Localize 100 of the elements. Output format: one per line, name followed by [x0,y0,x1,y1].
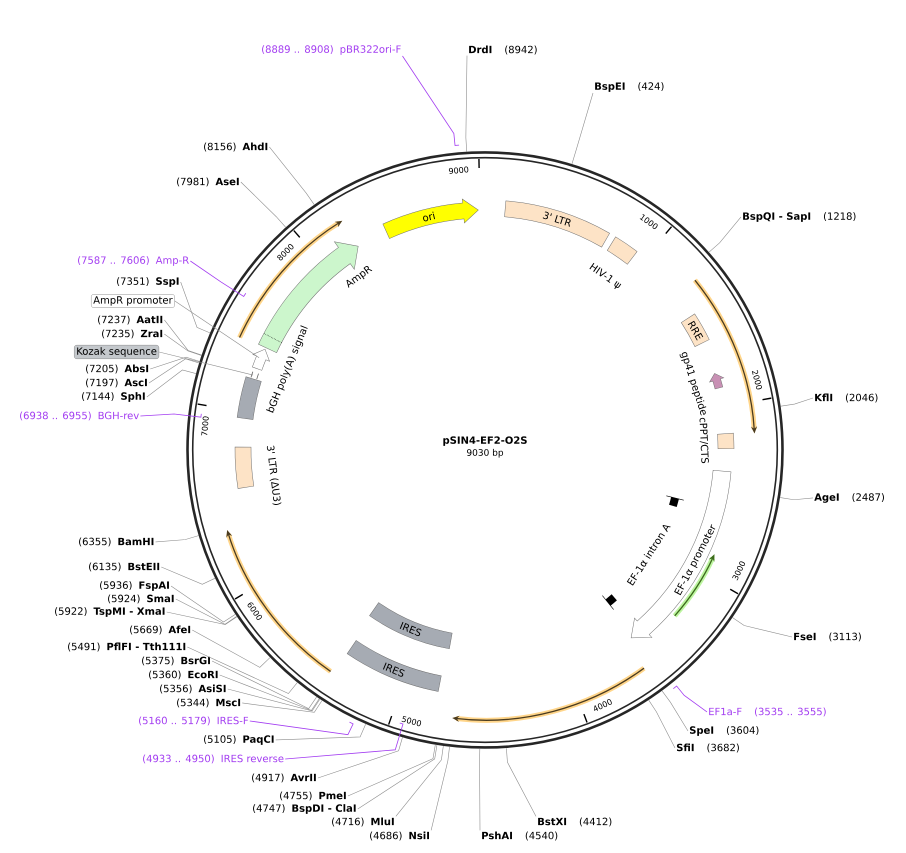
feature-label: cPPT/CTS [700,418,709,464]
leader-line [318,737,403,778]
feature-box: 3' LTR [504,200,610,248]
leader-line [212,660,317,709]
feature-callout-box: Kozak sequence [74,344,160,360]
site-label: (4716) MluI [332,818,394,826]
leader-line [275,724,366,740]
site-label: DrdI (8942) [469,46,537,54]
leader-line [396,746,444,817]
leader-line [192,630,270,668]
leader-line [155,535,199,542]
site-label: (4917) AvrII [252,774,316,782]
leader-line [506,748,536,817]
site-label: (7981) AseI [177,178,239,186]
leader-line [174,300,260,358]
site-label: (7205) AbsI [86,364,148,374]
site-label: (5669) AfeI [130,626,190,634]
leader-line [466,55,468,152]
leader-line [150,356,200,370]
leader-line [180,282,210,334]
site-label: SfiI (3682) [676,744,739,752]
leader-line [164,334,202,356]
leader-line [160,566,216,585]
site-label: AgeI (2487) [814,493,884,503]
leader-line [732,617,792,638]
leader-line [780,497,814,500]
site-label: (5105) PaqCI [204,735,274,745]
site-label: (7144) SphI [82,392,145,402]
leader-line [148,358,200,384]
leader-line [158,352,254,376]
site-label: (8156) AhdI [204,142,268,152]
site-label: (6135) BstEII [89,562,160,572]
leader-line [348,744,436,796]
site-label: (5344) MscI [177,698,240,708]
leader-line [357,744,438,810]
tick-label: 7000 [201,416,209,436]
leader-line [672,685,708,712]
feature-box: IRES [346,640,442,692]
leader-line [269,146,314,205]
site-label: (7235) ZraI [102,330,162,338]
site-label: (6355) BamHI [79,538,154,546]
primer-label: (4933 .. 4950) IRES reverse [143,754,284,764]
primer-label: (8889 .. 8908) pBR322ori-F [262,45,401,55]
primer-label: (6938 .. 6955) BGH-rev [20,412,139,420]
leader-line [242,700,322,713]
feature-box: RRE [681,314,710,347]
primer-label: (7587 .. 7606) Amp-R [78,256,189,266]
site-label: FseI (3113) [794,632,861,642]
leader-line [227,688,320,712]
directional-feature [252,348,270,371]
leader-line [175,598,237,625]
directional-feature: ori [382,198,479,239]
leader-line [190,260,246,297]
leader-line [170,586,236,622]
leader-line [780,398,814,406]
site-label: (7197) AscI [86,378,147,388]
site-label: (5491) PflFI - Tth111I [68,642,186,652]
leader-line [166,612,238,625]
site-label: (5356) AsiSI [160,684,226,694]
feature-label: 3' LTR (ΔU3) [266,446,282,505]
tick-label: 9000 [448,166,468,174]
leader-line [140,413,202,418]
site-label: (5936) FspAI [100,581,169,591]
site-label: PshAI (4540) [482,832,558,840]
leader-line [187,646,298,694]
tick-label: 2000 [752,370,762,390]
site-label: (5360) EcoRI [149,670,218,680]
sequence-mark [250,371,259,380]
tick-label: 5000 [402,716,422,726]
leader-line [402,56,460,146]
leader-line [240,182,286,228]
leader-line [430,746,450,831]
leader-line [146,370,196,398]
primer-label: EF1a-F (3535 .. 3555) [709,708,826,716]
site-label: (4686) NsiI [370,832,429,840]
feature-callout-box: AmpR promoter [91,294,175,308]
site-label: SpeI (3604) [690,726,758,736]
site-label: (4747) BspDI - ClaI [253,804,356,814]
site-label: (7237) AatII [98,316,162,324]
leader-line [572,92,594,164]
tick-label: 4000 [594,699,612,711]
leader-line [249,720,354,736]
site-label: (5922) TspMI - XmaI [55,607,165,617]
site-label: (5924) SmaI [108,594,174,604]
site-label: (7351) SspI [117,277,179,287]
site-label: BspEI (424) [595,82,664,92]
site-label: (5375) BsrGI [142,656,210,666]
primer-label: (5160 .. 5179) IRES-F [139,716,248,726]
site-label: KflI (2046) [815,394,878,402]
leader-line [479,748,480,831]
feature-box: IRES [369,602,452,650]
site-label: BstXI (4412) [538,818,612,826]
site-label: (4755) PmeI [280,792,346,800]
leader-line [164,320,202,356]
leader-line [219,674,320,711]
leader-line [708,216,742,252]
site-label: BspQI - SapI (1218) [743,212,856,222]
leader-line [284,722,404,760]
leader-line [648,700,676,748]
leader-line [662,690,688,732]
